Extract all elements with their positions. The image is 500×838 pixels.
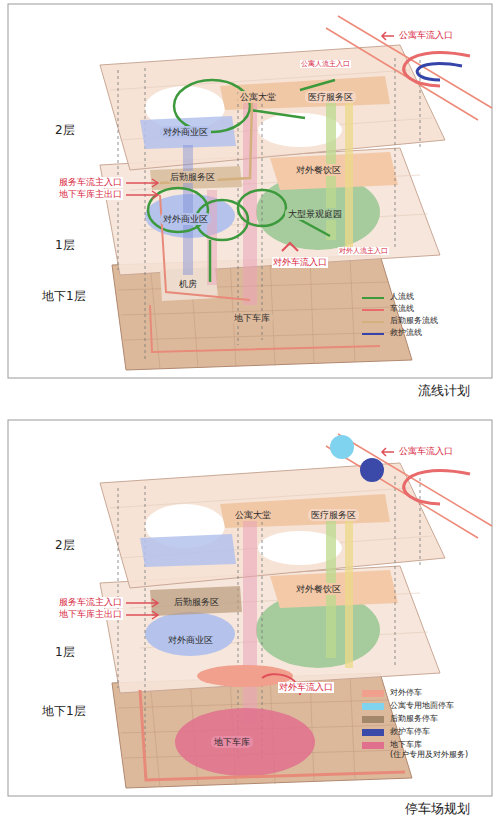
zone-label-box: 公寓大堂 <box>237 91 279 104</box>
legend-item: 后勤服务流线 <box>362 316 438 326</box>
legend-item: 救护流线 <box>362 328 422 338</box>
entrance-label: 服务车流主入口 <box>58 597 123 608</box>
zone-label-box: 对外商业区 <box>165 634 216 647</box>
floor-label: 1层 <box>55 238 75 252</box>
entrance-label: 公寓车流入口 <box>398 30 454 41</box>
legend-swatch <box>362 703 384 710</box>
floor-label: 地下1层 <box>42 704 86 718</box>
panel-caption: 流线计划 <box>418 383 470 399</box>
vehicle-route <box>140 690 405 780</box>
legend-line-sample <box>362 309 384 311</box>
panel-frame <box>8 4 492 378</box>
zone-label: 对外餐饮区 <box>296 165 341 176</box>
entry-arrow <box>126 599 158 619</box>
legend-text: 救护车停车 <box>390 727 430 737</box>
legend-item: 后勤服务停车 <box>362 714 438 724</box>
legend-line-sample <box>362 333 384 335</box>
legend-text: 对外停车 <box>390 688 422 698</box>
zone-label: 医疗服务区 <box>308 92 353 103</box>
commerce-zone <box>140 534 236 567</box>
floor-label: 地下1层 <box>42 289 86 303</box>
zone-label-box: 医疗服务区 <box>305 91 356 104</box>
legend-item: 地下车库 (住户专用及对外服务) <box>362 740 490 760</box>
legend-text: 地下车库 (住户专用及对外服务) <box>390 740 490 760</box>
panel-frame <box>8 420 492 796</box>
legend-swatch <box>362 729 384 736</box>
zone-label-box: 大型景观庭园 <box>285 208 345 221</box>
entry-arrow <box>282 243 298 251</box>
zone-label: 地下车库 <box>214 737 250 748</box>
legend-swatch <box>362 716 384 723</box>
floor-label: 2层 <box>55 538 75 552</box>
legend-item: 公寓专用地面停车 <box>362 701 454 711</box>
zone-label: 公寓大堂 <box>240 92 276 103</box>
zone-label-box: 对外餐饮区 <box>293 583 344 596</box>
vehicle-flow <box>150 195 380 352</box>
legend-swatch <box>362 690 384 697</box>
zone-label-box: 对外商业区 <box>160 213 211 226</box>
entrance-label: 对外车流入口 <box>272 257 328 268</box>
vehicle-flow <box>404 53 470 86</box>
zone-label: 后勤服务区 <box>174 597 219 608</box>
entrance-label: 公寓人流主入口 <box>300 60 351 68</box>
legend-swatch <box>362 742 384 749</box>
service-parking <box>150 586 242 616</box>
zone-label-box: 机房 <box>176 278 200 291</box>
building-axonometric <box>100 434 492 788</box>
ambulance-flow <box>417 64 462 80</box>
floor-label: 1层 <box>55 645 75 659</box>
zone-label-box: 地下车库 <box>211 736 253 749</box>
entry-arrow <box>382 32 394 40</box>
zone-label: 对外商业区 <box>163 214 208 225</box>
zone-label: 医疗服务区 <box>311 510 356 521</box>
zone-label-box: 地下车库 <box>231 312 273 325</box>
entrance-label: 公寓车流入口 <box>398 446 454 457</box>
zone-label-box: 公寓大堂 <box>232 509 274 522</box>
zone-label-box: 医疗服务区 <box>308 509 359 522</box>
entrance-label: 地下车库主出口 <box>58 189 123 200</box>
entry-arrow <box>382 448 394 456</box>
building-axonometric <box>100 16 492 370</box>
entrance-label: 对外车流入口 <box>278 682 334 693</box>
entrance-label: 对外人流主入口 <box>338 247 389 255</box>
zone-label: 后勤服务区 <box>170 172 215 183</box>
parking-zone <box>330 435 354 459</box>
zone-label-box: 对外商业区 <box>160 126 211 139</box>
panel-caption: 停车场规划 <box>405 801 470 817</box>
zone-label: 对外商业区 <box>168 635 213 646</box>
zone-label: 对外餐饮区 <box>296 584 341 595</box>
zone-label: 大型景观庭园 <box>288 209 342 220</box>
legend-text: 后勤服务流线 <box>390 316 438 326</box>
zone-label-box: 对外餐饮区 <box>293 164 344 177</box>
vehicle-flow <box>404 471 470 504</box>
legend-text: 救护流线 <box>390 328 422 338</box>
legend-item: 对外停车 <box>362 688 422 698</box>
legend-item: 车流线 <box>362 304 414 314</box>
zone-label-box: 后勤服务区 <box>167 171 218 184</box>
legend-line-sample <box>362 297 384 299</box>
entrance-label: 地下车库主出口 <box>58 609 123 620</box>
legend-item: 人流线 <box>362 292 414 302</box>
parking-zone <box>175 708 315 776</box>
commerce-zone <box>140 116 236 149</box>
zone-label: 对外商业区 <box>163 127 208 138</box>
zone-label-box: 后勤服务区 <box>171 596 222 609</box>
zone-label: 地下车库 <box>234 313 270 324</box>
floor-label: 2层 <box>55 123 75 137</box>
legend-text: 后勤服务停车 <box>390 714 438 724</box>
pedestrian-flow <box>148 80 335 282</box>
legend-item: 救护车停车 <box>362 727 430 737</box>
parking-zone <box>360 458 384 482</box>
legend-text: 车流线 <box>390 304 414 314</box>
entry-arrow <box>126 179 158 199</box>
zone-label: 公寓大堂 <box>235 510 271 521</box>
zone-label: 机房 <box>179 279 197 290</box>
legend-text: 人流线 <box>390 292 414 302</box>
entrance-label: 服务车流主入口 <box>58 177 123 188</box>
service-flow <box>160 102 252 183</box>
legend-text: 公寓专用地面停车 <box>390 701 454 711</box>
legend-line-sample <box>362 321 384 323</box>
riser-column <box>183 145 193 275</box>
